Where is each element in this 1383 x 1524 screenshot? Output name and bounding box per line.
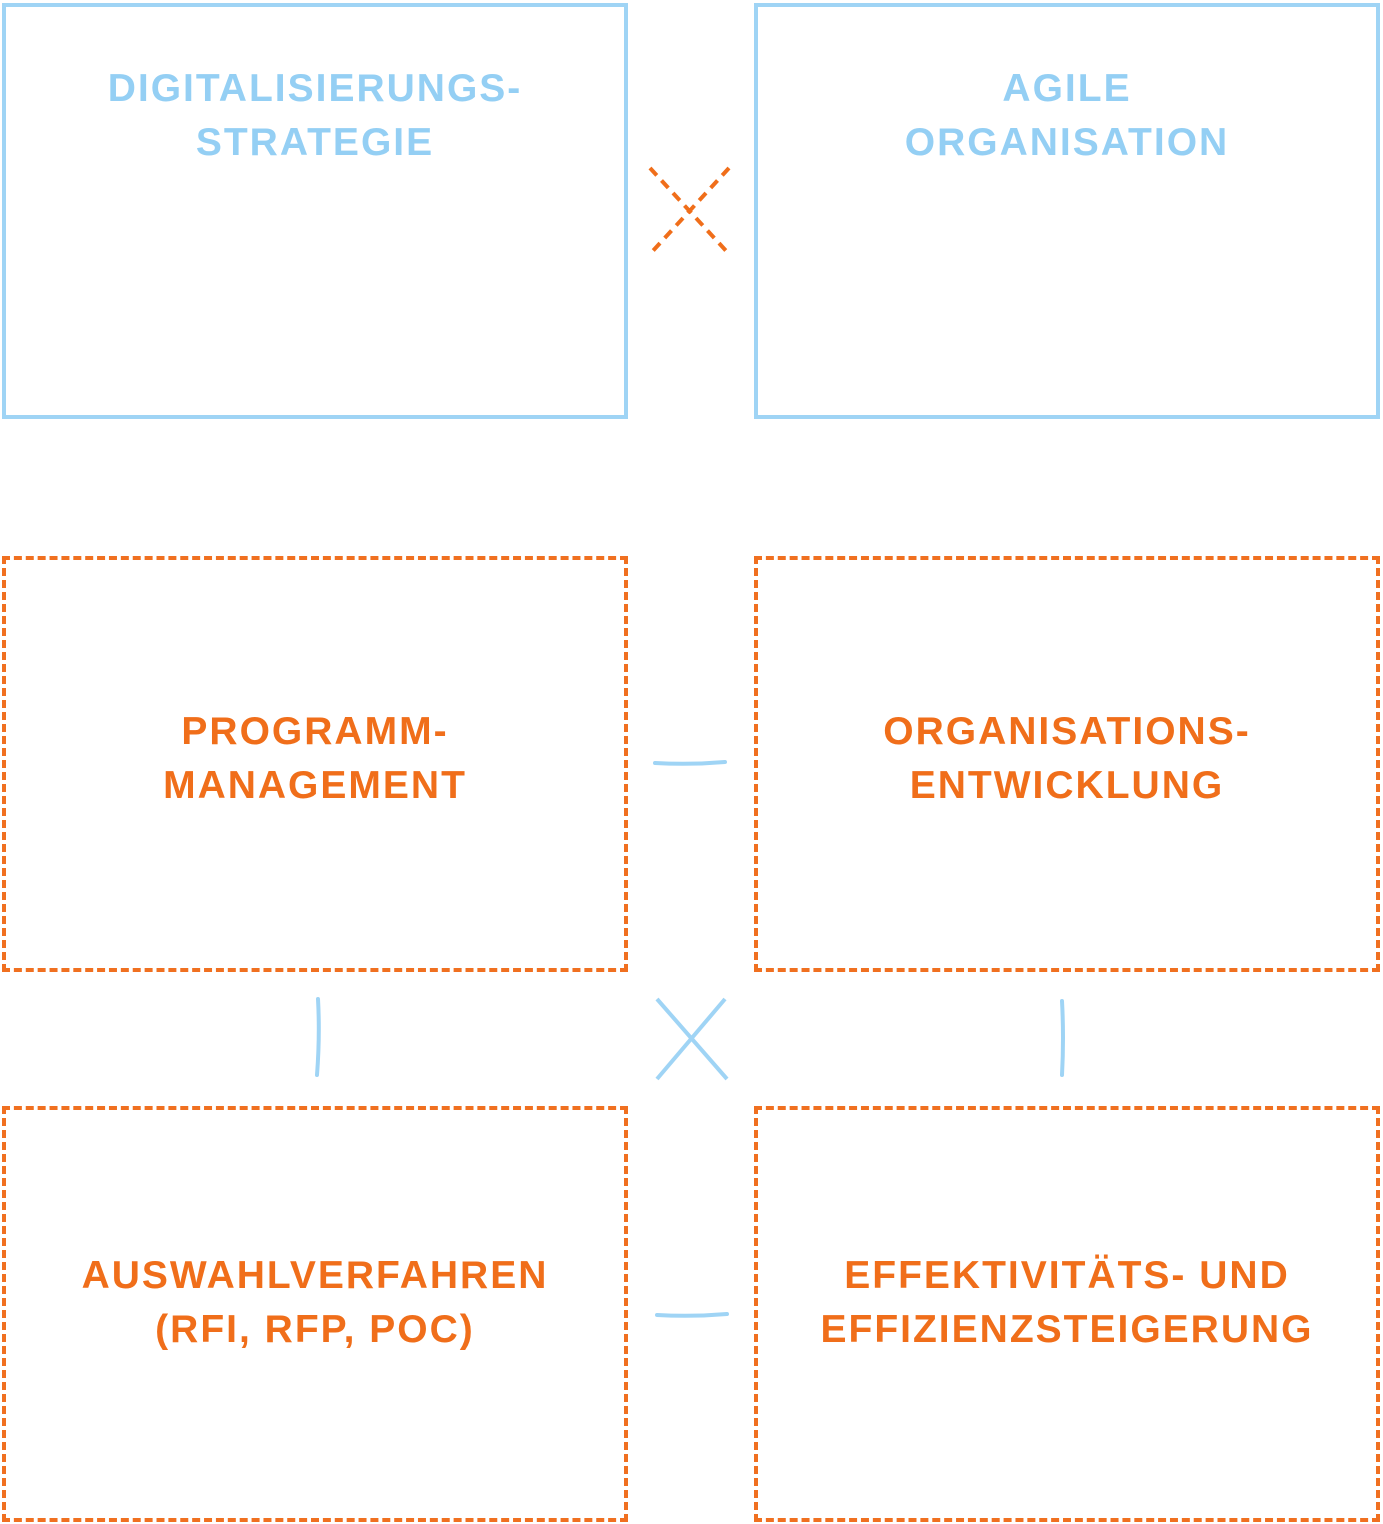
label-line-1: PROGRAMM- bbox=[181, 710, 449, 753]
box-label: EFFEKTIVITÄTS- UND EFFIZIENZSTEIGERUNG bbox=[820, 1249, 1313, 1357]
box-effektivitaetssteigerung: EFFEKTIVITÄTS- UND EFFIZIENZSTEIGERUNG bbox=[754, 1106, 1380, 1522]
label-line-1: DIGITALISIERUNGS- bbox=[107, 67, 523, 110]
label-line-2: ORGANISATION bbox=[904, 121, 1230, 164]
box-auswahlverfahren: AUSWAHLVERFAHREN (RfI, RfP, PoC) bbox=[2, 1106, 628, 1522]
dash-connector-icon bbox=[653, 760, 727, 766]
label-line-2: (RfI, RfP, PoC) bbox=[155, 1308, 475, 1351]
cross-dashed-icon bbox=[648, 166, 731, 256]
box-agile-organisation: AGILE ORGANISATION bbox=[754, 3, 1380, 419]
label-line-2: EFFIZIENZSTEIGERUNG bbox=[820, 1308, 1314, 1351]
box-organisationsentwicklung: ORGANISATIONS- ENTWICKLUNG bbox=[754, 556, 1380, 972]
box-label: PROGRAMM- MANAGEMENT bbox=[163, 705, 467, 813]
box-digitalisierungsstrategie: DIGITALISIERUNGS- STRATEGIE bbox=[2, 3, 628, 419]
box-label: AGILE ORGANISATION bbox=[905, 62, 1229, 170]
label-line-2: MANAGEMENT bbox=[163, 764, 467, 807]
label-line-1: AGILE bbox=[1002, 67, 1132, 110]
label-line-2: ENTWICKLUNG bbox=[909, 764, 1225, 807]
box-label: ORGANISATIONS- ENTWICKLUNG bbox=[883, 705, 1250, 813]
bar-connector-icon bbox=[1060, 999, 1065, 1077]
box-programmmanagement: PROGRAMM- MANAGEMENT bbox=[2, 556, 628, 972]
label-line-2: STRATEGIE bbox=[195, 121, 435, 164]
dash-connector-icon bbox=[655, 1312, 729, 1318]
box-label: AUSWAHLVERFAHREN (RfI, RfP, PoC) bbox=[82, 1249, 549, 1357]
cross-solid-icon bbox=[655, 997, 729, 1081]
label-line-1: AUSWAHLVERFAHREN bbox=[81, 1254, 549, 1297]
bar-connector-icon bbox=[315, 997, 321, 1077]
label-line-1: EFFEKTIVITÄTS- UND bbox=[844, 1254, 1290, 1297]
label-line-1: ORGANISATIONS- bbox=[883, 710, 1251, 753]
box-label: DIGITALISIERUNGS- STRATEGIE bbox=[108, 62, 523, 170]
